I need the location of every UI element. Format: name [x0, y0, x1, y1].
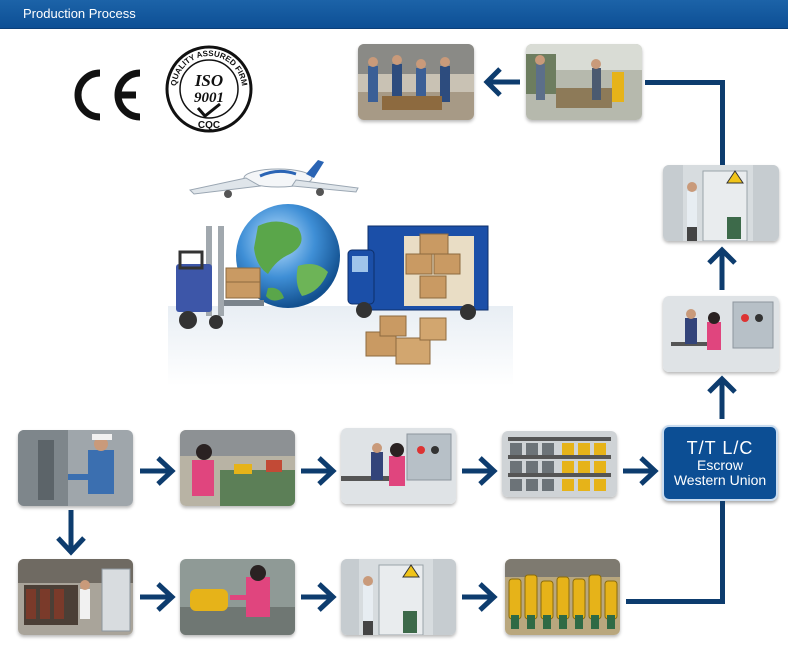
payment-line-escrow: Escrow — [697, 457, 743, 473]
photo-outdoor-testing — [526, 44, 642, 120]
payment-line-western-union: Western Union — [673, 472, 767, 488]
photo-test-doorway — [341, 559, 456, 635]
payment-line-tt-lc: T/T L/C — [686, 438, 754, 458]
arrow-icon — [462, 456, 498, 486]
arrow-icon — [140, 582, 176, 612]
photo-drilling-machine — [18, 430, 133, 506]
arrow-icon — [483, 67, 520, 97]
connector-top-horizontal — [645, 80, 725, 85]
globe-icon — [236, 204, 340, 308]
warning-sign-icon — [726, 170, 744, 184]
iso-label: ISO — [194, 71, 223, 90]
photo-inventory-shelves — [502, 431, 617, 497]
arrow-icon — [707, 246, 737, 290]
arrow-icon — [707, 375, 737, 419]
arrow-icon — [623, 456, 659, 486]
arrow-icon — [56, 510, 86, 556]
photo-inspection — [180, 559, 295, 635]
ce-mark — [74, 69, 141, 121]
header-title: Production Process — [23, 6, 136, 21]
photo-finished-products — [505, 559, 620, 635]
check-icon — [196, 102, 221, 119]
truck-icon — [347, 225, 489, 320]
iso-cqc: CQC — [198, 120, 220, 131]
photo-assembly-line — [180, 430, 295, 506]
iso-9001-seal: QUALITY ASSURED FIRM ISO 9001 CQC — [165, 45, 253, 133]
photo-loading-crew — [358, 44, 474, 120]
forklift-icon — [176, 226, 264, 329]
connector-bottom-vertical — [720, 501, 725, 604]
logistics-illustration — [168, 160, 513, 386]
photo-electrical-cabinets — [18, 559, 133, 635]
photo-control-panel — [663, 296, 779, 372]
arrow-icon — [301, 456, 337, 486]
photo-testing-bench — [341, 428, 456, 504]
airplane-icon — [188, 160, 359, 198]
iso-number: 9001 — [194, 90, 224, 106]
photo-test-room — [663, 165, 779, 241]
payment-methods-box: T/T L/C Escrow Western Union — [662, 425, 778, 501]
arrow-icon — [301, 582, 337, 612]
arrow-icon — [140, 456, 176, 486]
connector-bottom-horizontal — [626, 599, 725, 604]
connector-top-vertical — [720, 80, 725, 165]
arrow-icon — [462, 582, 498, 612]
header-bar: Production Process — [0, 0, 788, 29]
